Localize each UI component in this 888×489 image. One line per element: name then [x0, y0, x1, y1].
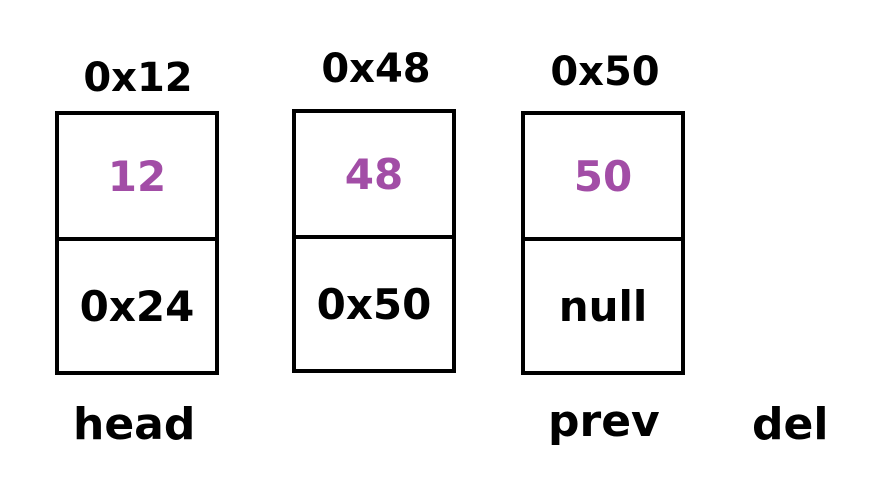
node-3-address: 0x50 — [550, 49, 660, 95]
node-2-address: 0x48 — [321, 46, 431, 92]
node-2-value: 48 — [296, 113, 452, 239]
node-2: 48 0x50 — [292, 109, 456, 373]
del-label: del — [752, 399, 829, 450]
head-label: head — [73, 399, 196, 450]
node-1-next: 0x24 — [79, 281, 195, 331]
node-1: 12 0x24 — [55, 111, 219, 375]
node-3-value: 50 — [525, 115, 681, 241]
prev-label: prev — [548, 396, 660, 447]
node-3: 50 null — [521, 111, 685, 375]
node-3-next: null — [558, 281, 648, 331]
node-1-address: 0x12 — [83, 55, 193, 101]
node-2-next: 0x50 — [316, 279, 432, 329]
node-1-value: 12 — [59, 115, 215, 241]
